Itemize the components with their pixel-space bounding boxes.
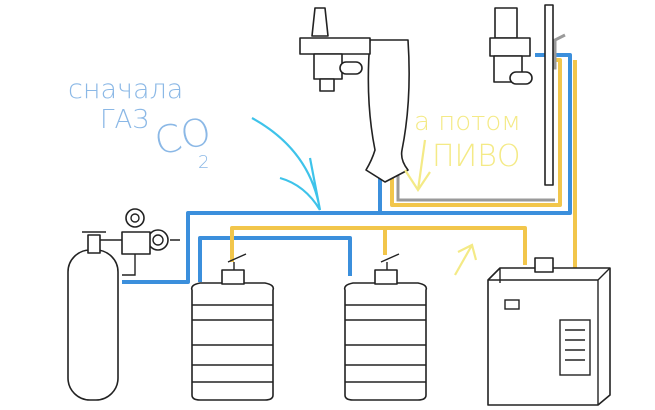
keg-1 — [190, 253, 275, 401]
keg-2 — [343, 253, 428, 401]
gas-label-line2: ГАЗ — [100, 105, 149, 135]
co2-subscript: 2 — [198, 152, 209, 173]
gas-regulator — [121, 208, 180, 276]
gas-line-main — [122, 160, 382, 284]
co2-cylinder — [67, 231, 125, 401]
gas-label-line1: сначала — [68, 74, 183, 105]
beer-line-keg1 — [230, 226, 527, 265]
beer-label-line2: ПИВО — [432, 139, 520, 174]
beer-arrow-down — [404, 139, 431, 193]
beer-tower-right — [489, 4, 554, 186]
beer-label-line1: а потом — [414, 107, 521, 137]
beer-tower-left — [299, 7, 410, 183]
gas-arrow — [251, 117, 322, 211]
beer-cooler — [487, 257, 611, 406]
beer-arrow-up — [454, 243, 478, 276]
